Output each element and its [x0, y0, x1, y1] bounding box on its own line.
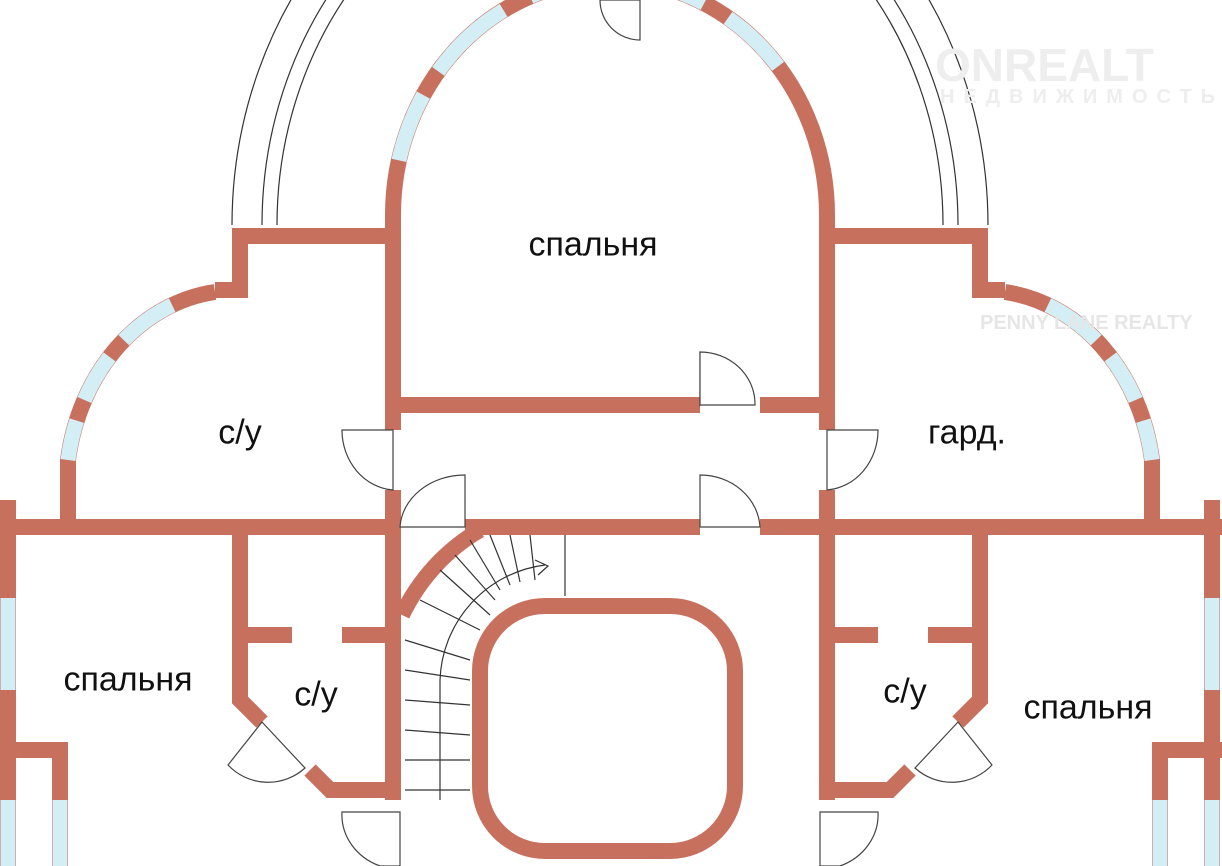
watermark-brand: ONREALT [935, 39, 1154, 91]
room-label-bedroom-bottom-left: спальня [63, 660, 193, 699]
door-top [599, 0, 641, 41]
room-label-bathroom-bottom-left: с/у [294, 675, 338, 714]
room-label-bathroom-left-wing: с/у [218, 413, 262, 452]
room-label-bedroom-bottom-right: спальня [1023, 688, 1153, 727]
staircase [394, 523, 743, 859]
room-label-bathroom-bottom-right: с/у [883, 672, 927, 711]
balcony-railing [231, 0, 989, 226]
watermark-secondary: PENNY LANE REALTY [980, 312, 1193, 334]
central-arch-wall [385, 0, 835, 400]
room-label-wardrobe: гард. [928, 413, 1006, 452]
room-label-bedroom-top: спальня [528, 225, 658, 264]
interior-walls [0, 228, 1222, 866]
watermark-brand-sub: НЕДВИЖИМОСТЬ [940, 86, 1222, 108]
doors [227, 351, 993, 866]
